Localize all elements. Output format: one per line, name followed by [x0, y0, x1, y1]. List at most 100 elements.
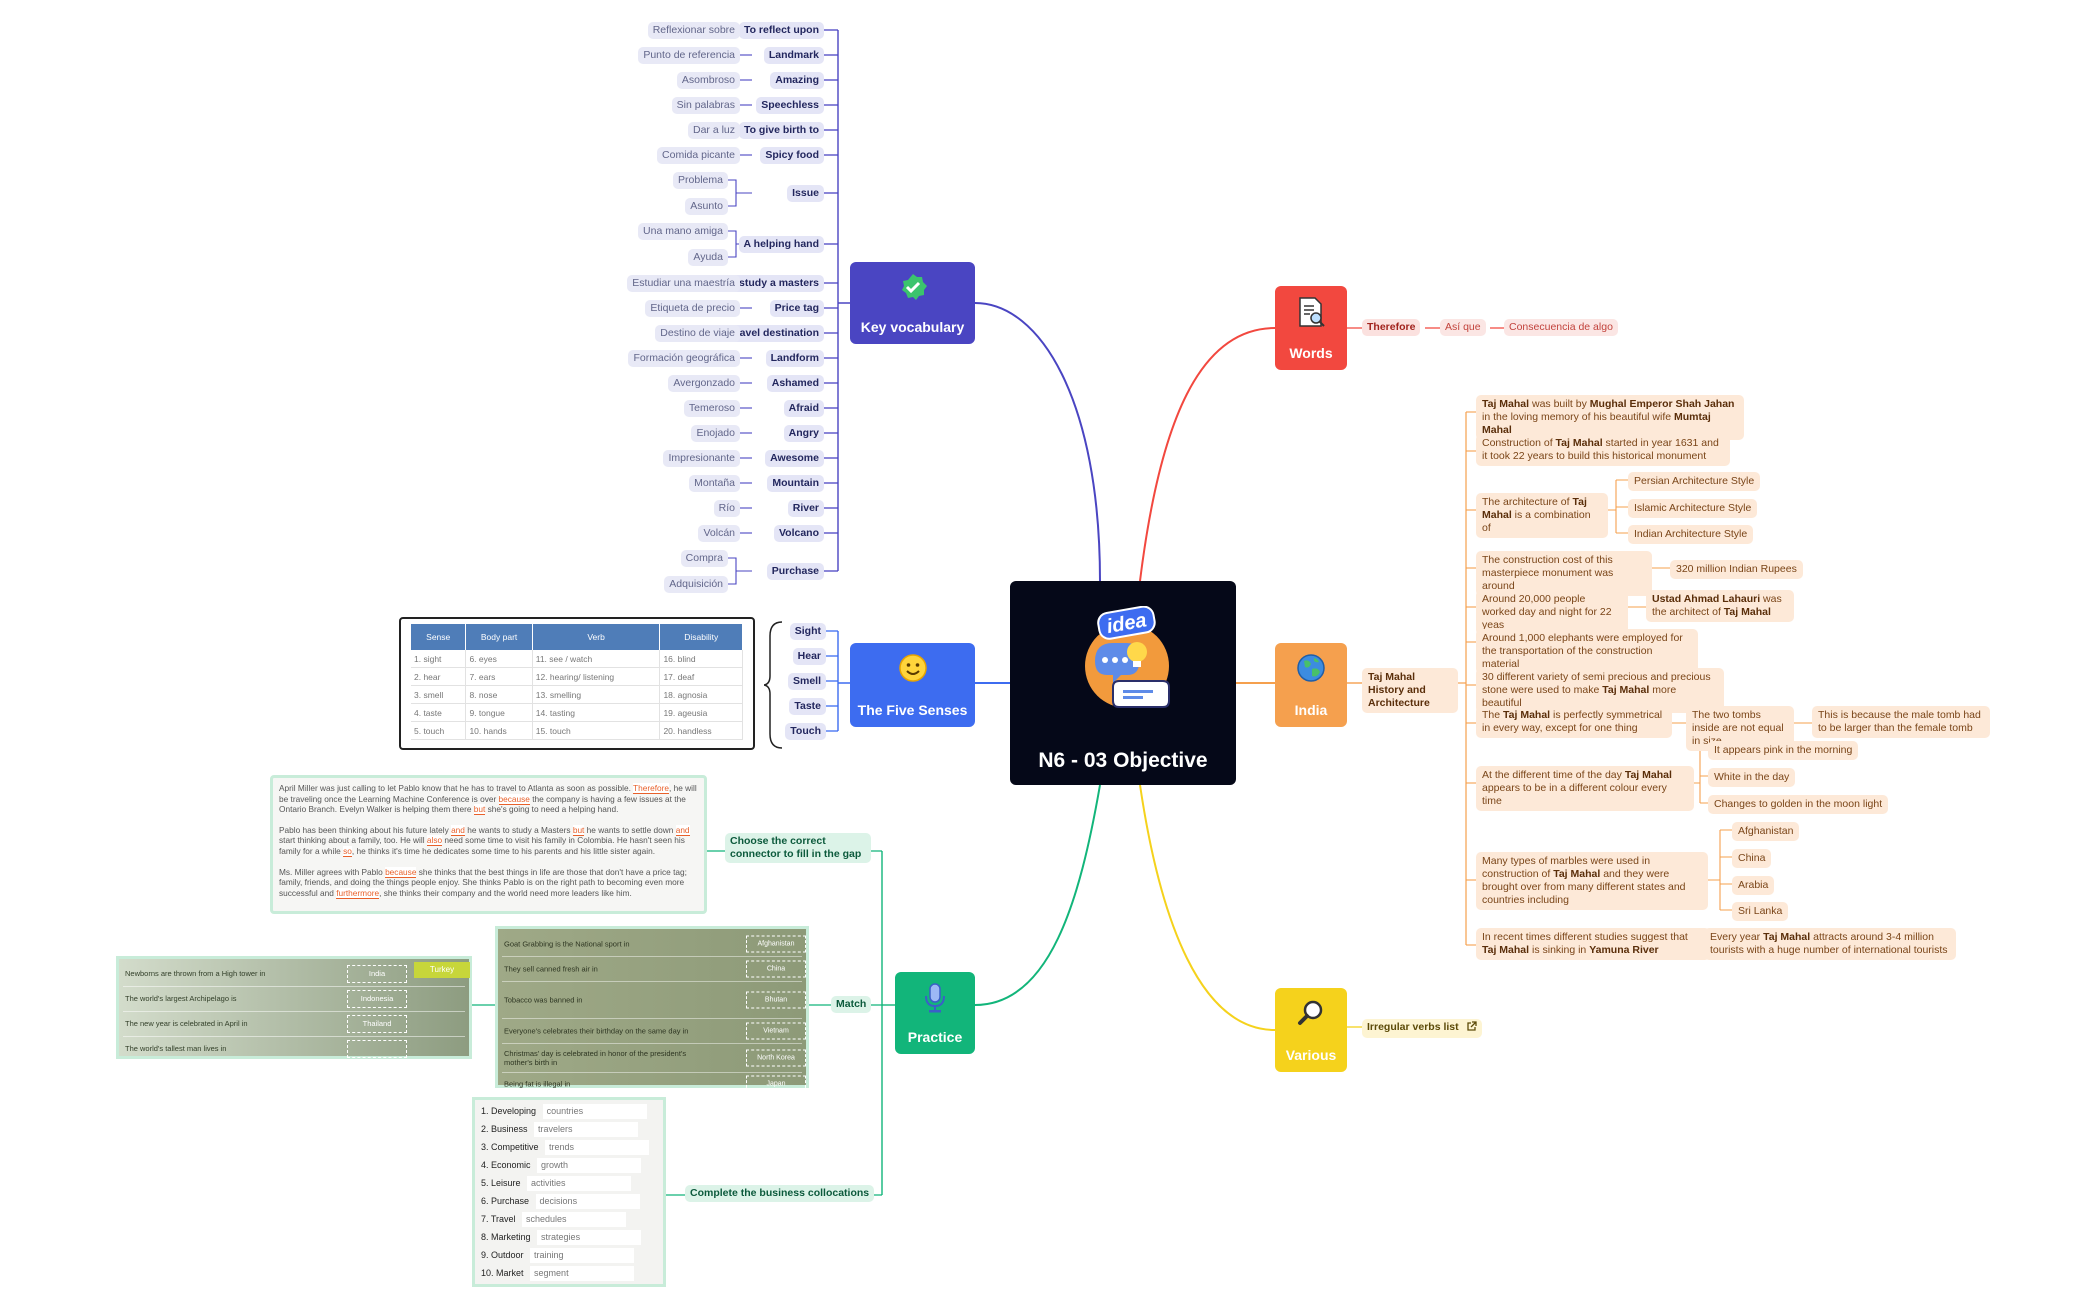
vocab-translation[interactable]: Reflexionar sobre [647, 22, 740, 39]
vocab-term[interactable]: Travel destination [724, 325, 824, 342]
vocab-translation[interactable]: Comida picante [657, 147, 740, 164]
india-node[interactable]: India [1275, 643, 1347, 727]
match-answer-slot[interactable]: Japan [746, 1075, 806, 1093]
match-answer-slot[interactable]: Bhutan [746, 991, 806, 1009]
india-fact[interactable]: Afghanistan [1732, 822, 1800, 841]
vocab-term[interactable]: Purchase [766, 563, 824, 580]
india-fact[interactable]: 320 million Indian Rupees [1670, 560, 1803, 579]
words-node[interactable]: Words [1275, 286, 1347, 370]
vocab-term[interactable]: Spicy food [760, 147, 824, 164]
india-fact[interactable]: China [1732, 849, 1772, 868]
vocab-term[interactable]: A helping hand [738, 236, 824, 253]
sense-item[interactable]: Smell [787, 673, 826, 690]
connector-answer[interactable]: because [498, 793, 530, 805]
india-fact[interactable]: Persian Architecture Style [1628, 472, 1761, 491]
india-fact[interactable]: Around 1,000 elephants were employed for… [1476, 629, 1698, 674]
india-topic[interactable]: Taj Mahal History and Architecture [1362, 668, 1458, 713]
india-fact[interactable]: Arabia [1732, 876, 1775, 895]
collocation-answer[interactable]: segment [530, 1266, 635, 1281]
india-fact[interactable]: Many types of marbles were used in const… [1476, 852, 1708, 910]
vocab-translation[interactable]: Enojado [691, 425, 740, 442]
vocab-term[interactable]: Awesome [765, 450, 824, 467]
india-fact[interactable]: 30 different variety of semi precious an… [1476, 668, 1724, 713]
words-translation[interactable]: Así que [1440, 319, 1486, 336]
vocab-translation[interactable]: Río [713, 500, 740, 517]
collocation-answer[interactable]: decisions [535, 1194, 640, 1209]
vocab-translation[interactable]: Ayuda [688, 249, 728, 266]
india-fact[interactable]: This is because the male tomb had to be … [1812, 706, 1990, 738]
india-fact[interactable]: In recent times different studies sugges… [1476, 928, 1710, 960]
india-fact[interactable]: Ustad Ahmad Lahauri was the architect of… [1646, 590, 1794, 622]
vocab-term[interactable]: To reflect upon [738, 22, 824, 39]
vocab-translation[interactable]: Estudiar una maestría [627, 275, 740, 292]
connector-answer[interactable]: furthermore [336, 887, 380, 899]
connector-answer[interactable]: and [675, 824, 690, 836]
india-fact[interactable]: The architecture of Taj Mahal is a combi… [1476, 493, 1608, 538]
india-fact[interactable]: Taj Mahal was built by Mughal Emperor Sh… [1476, 395, 1744, 440]
vocab-translation[interactable]: Etiqueta de precio [645, 300, 740, 317]
match-answer-slot[interactable]: Vietnam [746, 1022, 806, 1040]
vocab-term[interactable]: Amazing [770, 72, 824, 89]
match-answer-slot[interactable]: Afghanistan [746, 935, 806, 953]
vocab-translation[interactable]: Impresionante [663, 450, 740, 467]
key-vocabulary-node[interactable]: Key vocabulary [850, 262, 975, 344]
five-senses-node[interactable]: The Five Senses [850, 643, 975, 727]
words-term[interactable]: Therefore [1362, 319, 1421, 336]
irregular-verbs-link[interactable]: Irregular verbs list [1362, 1019, 1482, 1038]
vocab-term[interactable]: Issue [787, 185, 824, 202]
match-answer-slot[interactable]: North Korea [746, 1049, 806, 1067]
collocation-answer[interactable]: growth [537, 1158, 642, 1173]
vocab-term[interactable]: Landform [765, 350, 824, 367]
india-fact[interactable]: The Taj Mahal is perfectly symmetrical i… [1476, 706, 1672, 738]
vocab-term[interactable]: Price tag [769, 300, 824, 317]
match-answer-slot[interactable]: China [746, 960, 806, 978]
connector-exercise-label[interactable]: Choose the correct connector to fill in … [725, 833, 871, 863]
india-fact[interactable]: Every year Taj Mahal attracts around 3-4… [1704, 928, 1956, 960]
vocab-term[interactable]: Ashamed [766, 375, 824, 392]
india-fact[interactable]: Construction of Taj Mahal started in yea… [1476, 434, 1730, 466]
india-fact[interactable]: The construction cost of this masterpiec… [1476, 551, 1652, 596]
vocab-translation[interactable]: Punto de referencia [638, 47, 740, 64]
match-answer-slot[interactable]: India [347, 965, 407, 983]
match-exercise-label[interactable]: Match [831, 996, 872, 1013]
vocab-translation[interactable]: Asunto [685, 198, 728, 215]
india-fact[interactable]: Changes to golden in the moon light [1708, 795, 1889, 814]
vocab-translation[interactable]: Adquisición [664, 576, 728, 593]
connector-answer[interactable]: and [451, 824, 465, 836]
india-fact[interactable]: Around 20,000 people worked day and nigh… [1476, 590, 1628, 635]
vocab-term[interactable]: To study a masters [719, 275, 824, 292]
india-fact[interactable]: Sri Lanka [1732, 902, 1789, 921]
vocab-term[interactable]: To give birth to [738, 122, 824, 139]
vocab-term[interactable]: Volcano [773, 525, 824, 542]
vocab-translation[interactable]: Compra [680, 550, 728, 567]
vocab-translation[interactable]: Montaña [689, 475, 740, 492]
sense-item[interactable]: Touch [785, 723, 826, 740]
vocab-term[interactable]: Mountain [767, 475, 824, 492]
vocab-term[interactable]: Landmark [763, 47, 824, 64]
connector-answer[interactable]: so [343, 845, 352, 857]
collocation-answer[interactable]: activities [527, 1176, 632, 1191]
india-fact[interactable]: White in the day [1708, 768, 1796, 787]
connector-answer[interactable]: Therefore [633, 783, 670, 794]
vocab-translation[interactable]: Dar a luz [687, 122, 740, 139]
sense-item[interactable]: Hear [792, 648, 826, 665]
match-answer-slot[interactable] [347, 1040, 407, 1058]
central-topic[interactable]: idea N6 - 03 Objective [1010, 581, 1236, 785]
vocab-translation[interactable]: Formación geográfica [628, 350, 740, 367]
vocab-translation[interactable]: Una mano amiga [638, 223, 728, 240]
vocab-translation[interactable]: Temeroso [683, 400, 740, 417]
vocab-translation[interactable]: Asombroso [676, 72, 740, 89]
vocab-translation[interactable]: Problema [673, 172, 728, 189]
match-answer-slot[interactable]: Thailand [347, 1015, 407, 1033]
vocab-translation[interactable]: Destino de viaje [655, 325, 740, 342]
collocation-answer[interactable]: training [530, 1248, 635, 1263]
collocations-exercise-label[interactable]: Complete the business collocations [685, 1185, 875, 1202]
collocation-answer[interactable]: schedules [522, 1212, 627, 1227]
words-meaning[interactable]: Consecuencia de algo [1504, 319, 1618, 336]
connector-answer[interactable]: but [473, 804, 486, 816]
vocab-term[interactable]: River [787, 500, 824, 517]
connector-answer[interactable]: also [426, 835, 443, 847]
match-answer-slot[interactable]: Indonesia [347, 990, 407, 1008]
collocation-answer[interactable]: countries [542, 1104, 647, 1119]
practice-node[interactable]: Practice [895, 972, 975, 1054]
